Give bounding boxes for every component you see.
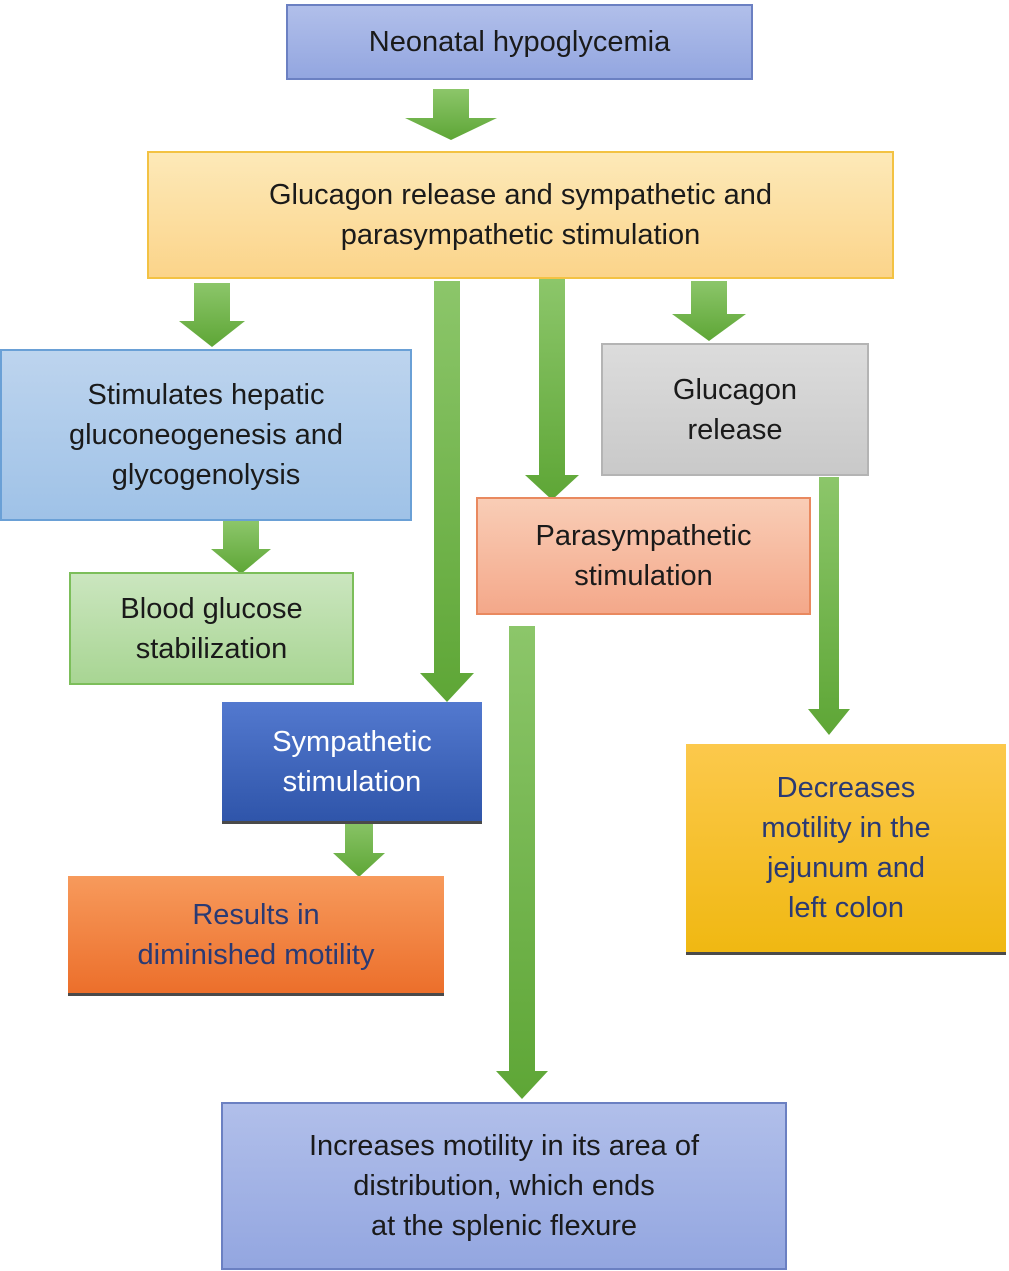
arrow-parasympathetic-to-increases [496, 626, 548, 1099]
arrow-sympathetic-to-diminished [333, 818, 385, 877]
arrow-to-parasympathetic [525, 279, 579, 500]
arrow-to-sympathetic [420, 281, 474, 702]
blood-glucose-stabilization-box: Blood glucose stabilization [69, 572, 354, 685]
glucagon-sympathetic-parasympathetic-box: Glucagon release and sympathetic and par… [147, 151, 894, 279]
glucagon-release-box: Glucagon release [601, 343, 869, 476]
arrow-neonatal-to-glucagon-stim [405, 89, 497, 140]
diminished-motility-box: Results in diminished motility [68, 876, 444, 996]
hepatic-gluconeogenesis-box: Stimulates hepatic gluconeogenesis and g… [0, 349, 412, 521]
arrow-hepatic-to-blood-glucose [211, 521, 271, 574]
neonatal-hypoglycemia-box: Neonatal hypoglycemia [286, 4, 753, 80]
arrow-to-glucagon-release [672, 281, 746, 341]
arrow-to-hepatic [179, 283, 245, 347]
decreases-motility-box: Decreases motility in the jejunum and le… [686, 744, 1006, 955]
increases-motility-box: Increases motility in its area of distri… [221, 1102, 787, 1270]
parasympathetic-stimulation-box: Parasympathetic stimulation [476, 497, 811, 615]
arrow-glucagon-to-decreases [808, 477, 850, 735]
sympathetic-stimulation-box: Sympathetic stimulation [222, 702, 482, 824]
